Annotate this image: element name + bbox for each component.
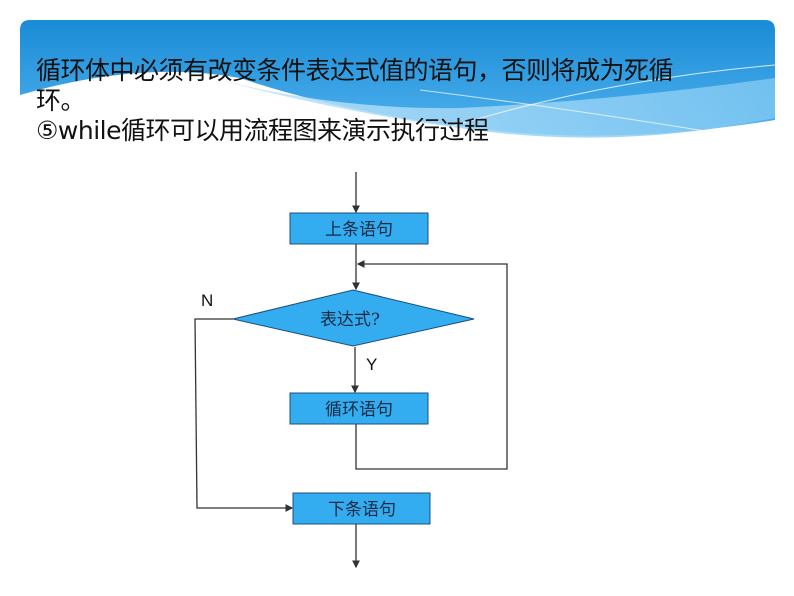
no-label: N (201, 291, 213, 310)
prev-statement-label: 上条语句 (325, 220, 393, 240)
next-statement-label: 下条语句 (328, 500, 396, 520)
loop-back-arrow (355, 260, 508, 470)
prev-statement-box: 上条语句 (289, 212, 429, 245)
text-line-1: 循环体中必须有改变条件表达式值的语句，否则将成为死循 (36, 56, 674, 85)
condition-label: 表达式? (320, 310, 380, 330)
condition-diamond: 表达式? (232, 289, 475, 347)
next-statement-box: 下条语句 (292, 492, 431, 525)
text-line-2: 环。 (36, 86, 86, 115)
text-line-3: ⑤while循环可以用流程图来演示执行过程 (36, 116, 489, 145)
arrow-no (194, 318, 294, 512)
header-banner (20, 20, 775, 140)
loop-statement-label: 循环语句 (325, 400, 393, 420)
yes-label: Y (366, 355, 377, 374)
loop-statement-box: 循环语句 (289, 392, 429, 425)
slide-body-text: 循环体中必须有改变条件表达式值的语句，否则将成为死循 环。 ⑤while循环可以… (36, 56, 756, 146)
